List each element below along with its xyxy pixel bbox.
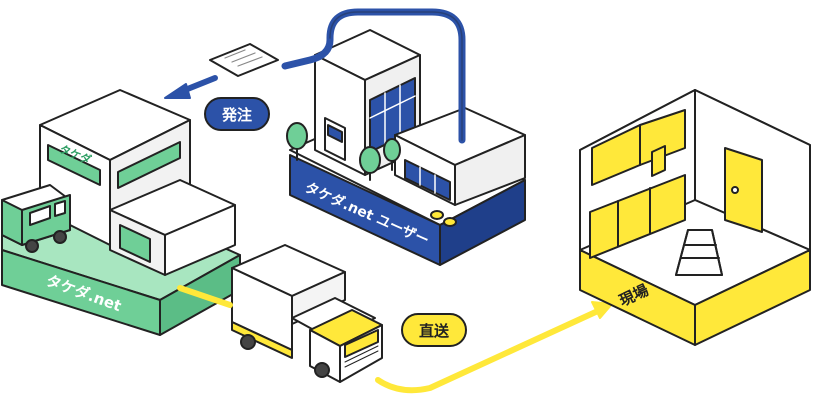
takeda-building	[39, 89, 236, 276]
truck-icon	[231, 244, 383, 383]
plant-pots	[430, 210, 457, 227]
order-badge-label: 発注	[221, 106, 252, 124]
delivery-route	[177, 285, 233, 308]
order-badge: 発注	[204, 97, 270, 131]
direct-badge: 直送	[401, 313, 467, 347]
arrow-right-icon	[591, 301, 613, 319]
user-building	[314, 29, 421, 176]
user-annex	[394, 107, 526, 206]
order-pipe-outline	[329, 11, 463, 141]
delivery-route-arrow	[375, 307, 603, 394]
paper-document-icon	[209, 43, 279, 77]
lower-cabinets	[589, 174, 686, 259]
arrow-left-icon	[164, 75, 218, 99]
direct-badge-label: 直送	[419, 322, 450, 340]
order-pipe	[281, 8, 466, 144]
stepladder-icon	[675, 229, 723, 276]
tree-icon	[286, 122, 401, 181]
van-icon	[1, 184, 71, 253]
door-icon	[724, 147, 763, 233]
upper-cabinets	[591, 109, 686, 186]
